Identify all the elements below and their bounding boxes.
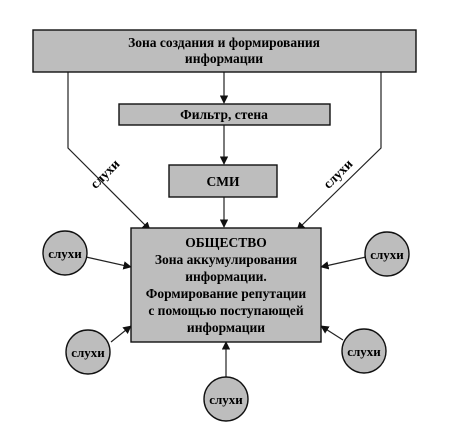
society-box: ОБЩЕСТВО Зона аккумулирования информации… (130, 227, 322, 343)
rumor-circle-right-top: слухи (364, 231, 410, 277)
rumor-circle-left-top: слухи (42, 230, 88, 276)
arrow-right-rumors-path (296, 72, 382, 231)
rumor-circle-left-bottom: слухи (65, 329, 111, 375)
society-box-line3: Формирование репутации (146, 286, 307, 301)
top-box-line2: информации (185, 51, 263, 66)
arrow-right-top-circle (320, 256, 367, 270)
arrow-left-top-circle (85, 256, 132, 270)
top-box-line1: Зона создания и формирования (128, 35, 320, 50)
society-box-title: ОБЩЕСТВО (185, 235, 267, 250)
media-box-label: СМИ (207, 174, 240, 189)
rumor-circle-bottom-label: слухи (209, 392, 243, 407)
society-box-line1: Зона аккумулирования (155, 252, 297, 267)
rumor-circle-right-bottom: слухи (341, 328, 387, 374)
top-zone-box: Зона создания и формирования информации (32, 29, 417, 73)
society-box-line5: информации (187, 320, 265, 335)
right-rumors-label: слухи (320, 156, 355, 191)
filter-box: Фильтр, стена (118, 103, 331, 126)
filter-box-label: Фильтр, стена (180, 107, 268, 122)
society-box-line4: с помощью поступающей (148, 303, 304, 318)
society-box-line2: информации. (185, 269, 267, 284)
arrow-right-bottom-circle (320, 325, 344, 341)
arrow-left-bottom-circle (110, 325, 132, 343)
rumor-circle-right-top-label: слухи (370, 247, 404, 262)
connectors (67, 72, 382, 377)
rumor-circle-left-bottom-label: слухи (71, 345, 105, 360)
arrow-left-rumors-path (67, 72, 151, 231)
media-box: СМИ (168, 164, 278, 198)
rumor-circle-left-top-label: слухи (48, 246, 82, 261)
rumor-circle-right-bottom-label: слухи (347, 344, 381, 359)
left-rumors-label: слухи (87, 156, 122, 191)
rumor-circle-bottom: слухи (203, 376, 249, 422)
